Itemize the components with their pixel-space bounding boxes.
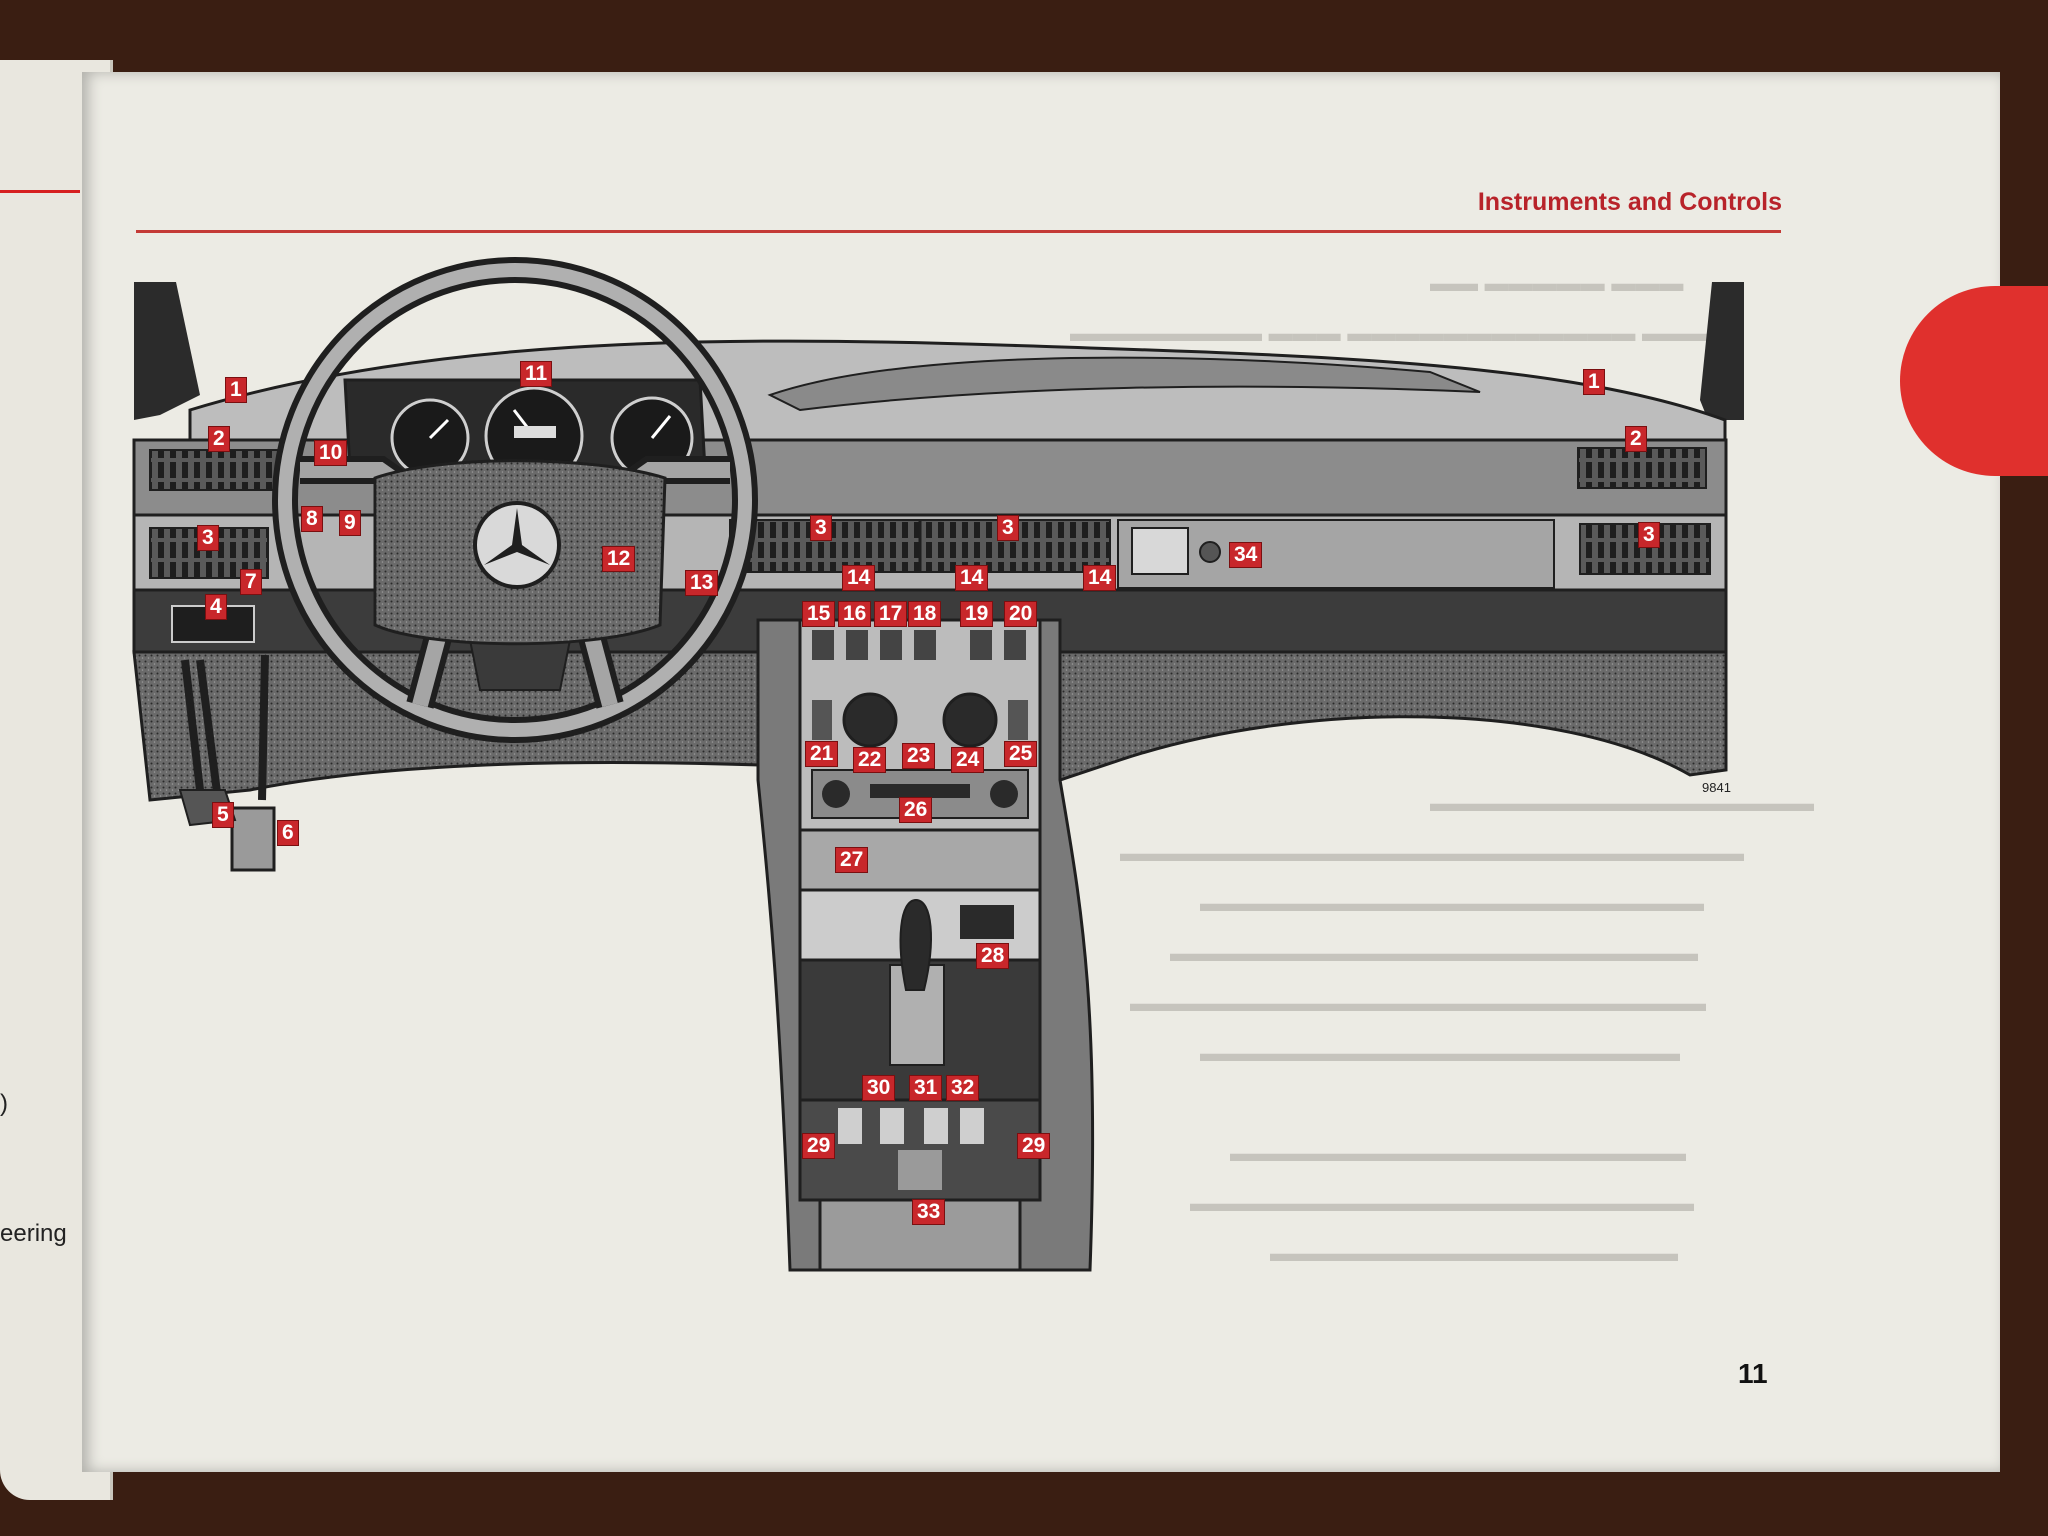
red-thumb-tab [1900, 286, 2048, 476]
callout-33: 33 [912, 1199, 946, 1225]
dash-defroster-shelf [767, 356, 1481, 412]
callout-4: 4 [205, 594, 227, 620]
callout-16: 16 [838, 601, 872, 627]
callout-34: 34 [1229, 542, 1263, 568]
callout-32: 32 [946, 1075, 980, 1101]
callout-17: 17 [874, 601, 908, 627]
pedal-lever [181, 659, 222, 801]
left-a-pillar [134, 282, 200, 420]
callout-30: 30 [862, 1075, 896, 1101]
callout-20: 20 [1004, 601, 1038, 627]
accelerator-rod [258, 654, 269, 801]
callout-26: 26 [899, 797, 933, 823]
left-page-fragment: ) [0, 1090, 8, 1117]
callout-18: 18 [908, 601, 942, 627]
callout-3: 3 [810, 515, 832, 541]
callout-29: 29 [802, 1133, 836, 1159]
callout-9: 9 [339, 510, 361, 536]
callout-23: 23 [902, 743, 936, 769]
right-a-pillar [1700, 282, 1744, 420]
left-upper-vent [149, 449, 281, 491]
page-title: Instruments and Controls [1477, 188, 1782, 216]
callout-5: 5 [212, 802, 234, 828]
climate-switch-row [812, 630, 1026, 660]
callout-29: 29 [1017, 1133, 1051, 1159]
callout-14: 14 [1083, 565, 1117, 591]
callout-28: 28 [976, 943, 1010, 969]
callout-12: 12 [602, 546, 636, 572]
callout-3: 3 [1638, 522, 1660, 548]
callout-14: 14 [842, 565, 876, 591]
right-knee-panel [1058, 650, 1728, 783]
callout-11: 11 [520, 361, 553, 387]
shift-knob [899, 898, 932, 991]
callout-1: 1 [1583, 369, 1605, 395]
callout-13: 13 [685, 570, 719, 596]
callout-8: 8 [301, 506, 323, 532]
callout-2: 2 [1625, 426, 1647, 452]
ashtray [960, 905, 1014, 939]
callout-27: 27 [835, 847, 869, 873]
callout-19: 19 [960, 601, 994, 627]
callout-1: 1 [225, 377, 247, 403]
callout-15: 15 [802, 601, 836, 627]
callout-31: 31 [909, 1075, 943, 1101]
callout-2: 2 [208, 426, 230, 452]
callout-3: 3 [997, 515, 1019, 541]
left-temperature-dial [842, 692, 898, 748]
right-upper-vent [1577, 447, 1707, 489]
callout-10: 10 [314, 440, 348, 466]
callout-24: 24 [951, 747, 985, 773]
glovebox [1117, 519, 1555, 589]
figure-number: 9841 [1702, 780, 1731, 795]
glovebox-lock [1131, 527, 1189, 575]
callout-3: 3 [197, 525, 219, 551]
steering-column [468, 639, 572, 691]
left-page-fragment: eering [0, 1220, 67, 1247]
callout-14: 14 [955, 565, 989, 591]
page-number: 11 [1738, 1358, 1768, 1389]
accelerator-pedal [230, 806, 276, 872]
callout-25: 25 [1004, 741, 1038, 767]
right-temperature-dial [942, 692, 998, 748]
callout-6: 6 [277, 820, 299, 846]
callout-22: 22 [853, 747, 887, 773]
title-rule [136, 230, 1781, 233]
callout-21: 21 [805, 741, 839, 767]
callout-7: 7 [240, 569, 262, 595]
left-page-red-rule [0, 190, 80, 193]
